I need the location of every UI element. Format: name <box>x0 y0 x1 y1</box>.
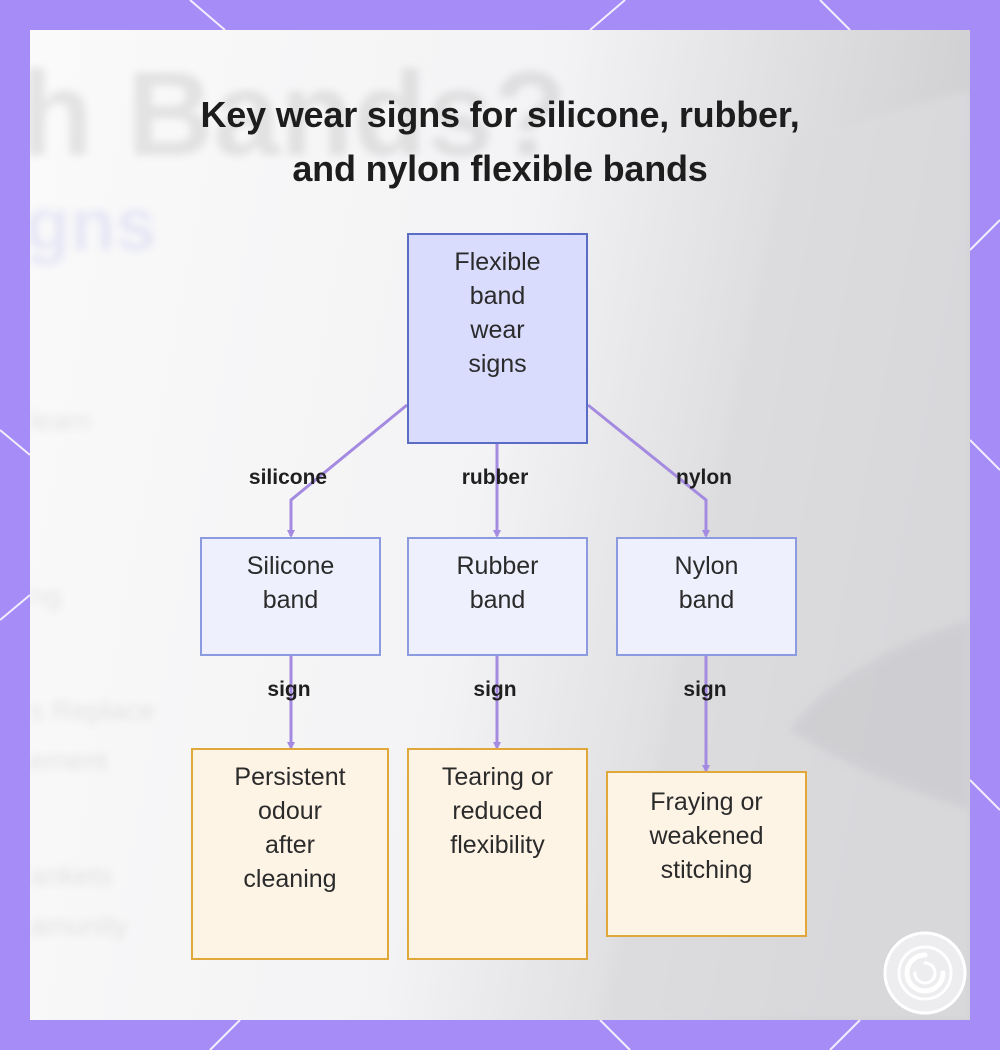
node-text-line: Nylon <box>674 552 739 580</box>
ghost-list-item: amunity <box>30 910 128 941</box>
ghost-heading: h Bands? <box>30 47 567 181</box>
node-text-line: Fraying or <box>650 788 763 816</box>
node-persistent-odour: Persistent odour after cleaning <box>191 748 389 960</box>
node-text-line: after <box>264 831 316 859</box>
ghost-list-item: leam <box>30 405 91 436</box>
ghost-list-item: ement <box>30 745 108 776</box>
node-tearing-reduced-flexibility: Tearing or reduced flexibility <box>407 748 588 960</box>
node-rubber-band: Rubber band <box>407 537 588 656</box>
edge-label-rubber: rubber <box>461 466 529 489</box>
node-flexible-band-wear-signs: Flexible band wear signs <box>407 233 588 444</box>
node-text-line: signs <box>468 350 527 378</box>
node-text-line: wear <box>470 316 525 344</box>
blurred-background-image: h Bands? gns leam ng s Replace ement ank… <box>30 30 970 1020</box>
edge-label-sign-nylon: sign <box>683 678 727 701</box>
edge-root-nylon <box>587 403 710 538</box>
node-text-line: Tearing or <box>441 763 554 791</box>
title-line: and nylon flexible bands <box>292 148 708 189</box>
ghost-list-item: ng <box>30 580 61 611</box>
node-text-line: band <box>262 586 319 614</box>
ghost-list-item: ankets <box>30 860 113 891</box>
diagram-title: Key wear signs for silicone, rubber, and… <box>0 88 1000 196</box>
node-text-line: reduced <box>452 797 543 825</box>
node-text-line: band <box>469 282 526 310</box>
edge-label-sign-rubber: sign <box>473 678 517 701</box>
node-text-line: flexibility <box>450 831 545 859</box>
edge-root-silicone <box>287 403 408 538</box>
node-text-line: band <box>469 586 526 614</box>
ghost-subheading: gns <box>30 183 157 266</box>
node-text-line: Rubber <box>456 552 539 580</box>
node-text-line: band <box>678 586 735 614</box>
node-silicone-band: Silicone band <box>200 537 381 656</box>
node-text-line: odour <box>258 797 322 825</box>
node-text-line: cleaning <box>243 865 337 893</box>
node-fraying-weakened-stitching: Fraying or weakened stitching <box>606 771 807 937</box>
node-text-line: Silicone <box>246 552 335 580</box>
circular-brand-logo-icon <box>883 931 967 1015</box>
title-line: Key wear signs for silicone, rubber, <box>200 94 800 135</box>
node-text-line: Flexible <box>454 248 541 276</box>
node-text-line: stitching <box>660 856 753 884</box>
node-nylon-band: Nylon band <box>616 537 797 656</box>
ghost-list-item: s Replace <box>30 695 155 726</box>
node-text-line: Persistent <box>234 763 346 791</box>
edge-label-silicone: silicone <box>248 466 328 489</box>
node-text-line: weakened <box>649 822 764 850</box>
edge-label-nylon: nylon <box>676 466 732 489</box>
edge-label-sign-silicone: sign <box>267 678 311 701</box>
